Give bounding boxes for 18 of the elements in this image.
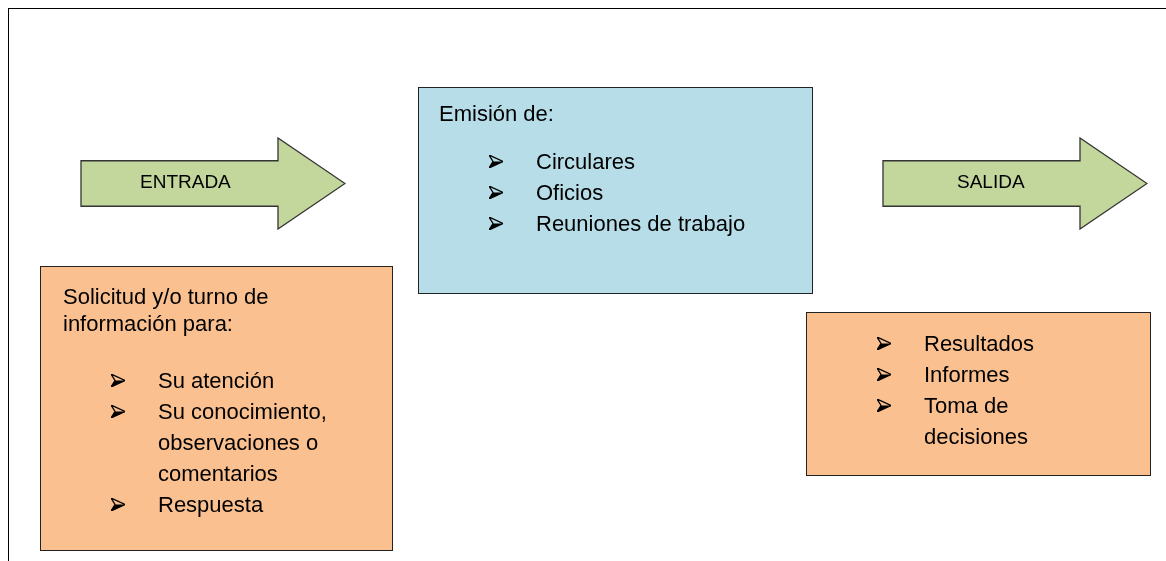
list-item: Informes	[924, 361, 1011, 389]
process-box	[418, 87, 813, 294]
process-box	[806, 312, 1151, 476]
process-box	[40, 266, 393, 551]
box-heading: Emisión de:	[439, 100, 554, 127]
list-item: Toma de decisiones	[924, 392, 1029, 451]
list-item: Resultados	[924, 330, 1036, 358]
list-item: Circulares	[536, 148, 637, 176]
box-heading: Solicitud y/o turno de información para:	[63, 283, 270, 337]
list-item: Su conocimiento, observaciones o comentarios	[158, 398, 328, 488]
list-item: Su atención	[158, 367, 276, 395]
list-item: Reuniones de trabajo	[536, 210, 747, 238]
list-item: Respuesta	[158, 491, 265, 519]
block-arrow	[882, 137, 1148, 230]
block-arrow	[80, 137, 346, 230]
arrow-label: SALIDA	[957, 171, 1025, 193]
arrow-label: ENTRADA	[140, 171, 231, 193]
list-item: Oficios	[536, 179, 605, 207]
